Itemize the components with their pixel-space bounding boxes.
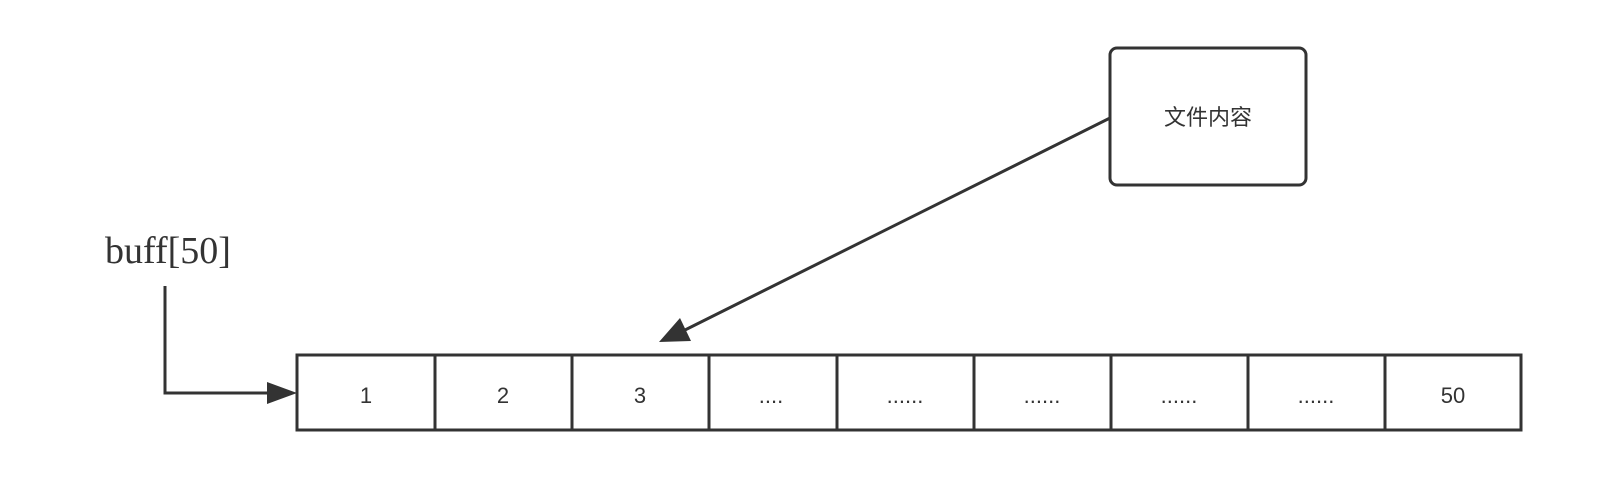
content-flow-line	[684, 116, 1111, 332]
file-content-label: 文件内容	[1164, 106, 1252, 131]
cell-label: ......	[1024, 383, 1061, 408]
file-content-box	[1108, 46, 1308, 187]
cell-label: 3	[634, 383, 646, 408]
cell-label: 2	[497, 383, 509, 408]
cell-label: ......	[1161, 383, 1198, 408]
buffer-array-outline	[295, 353, 1523, 432]
buffer-label: buff[50]	[105, 230, 231, 272]
buffer-array: 1 2 3 .... ...... ...... ...... ...... 5…	[295, 353, 1523, 432]
content-flow-arrowhead	[659, 318, 691, 342]
cell-label: ......	[1298, 383, 1335, 408]
cell-label: ....	[759, 383, 783, 408]
cell-label: 50	[1441, 383, 1465, 408]
cell-label: ......	[887, 383, 924, 408]
buffer-pointer-arrowhead	[267, 382, 297, 404]
buffer-pointer-line	[163, 286, 272, 395]
cell-label: 1	[360, 383, 372, 408]
